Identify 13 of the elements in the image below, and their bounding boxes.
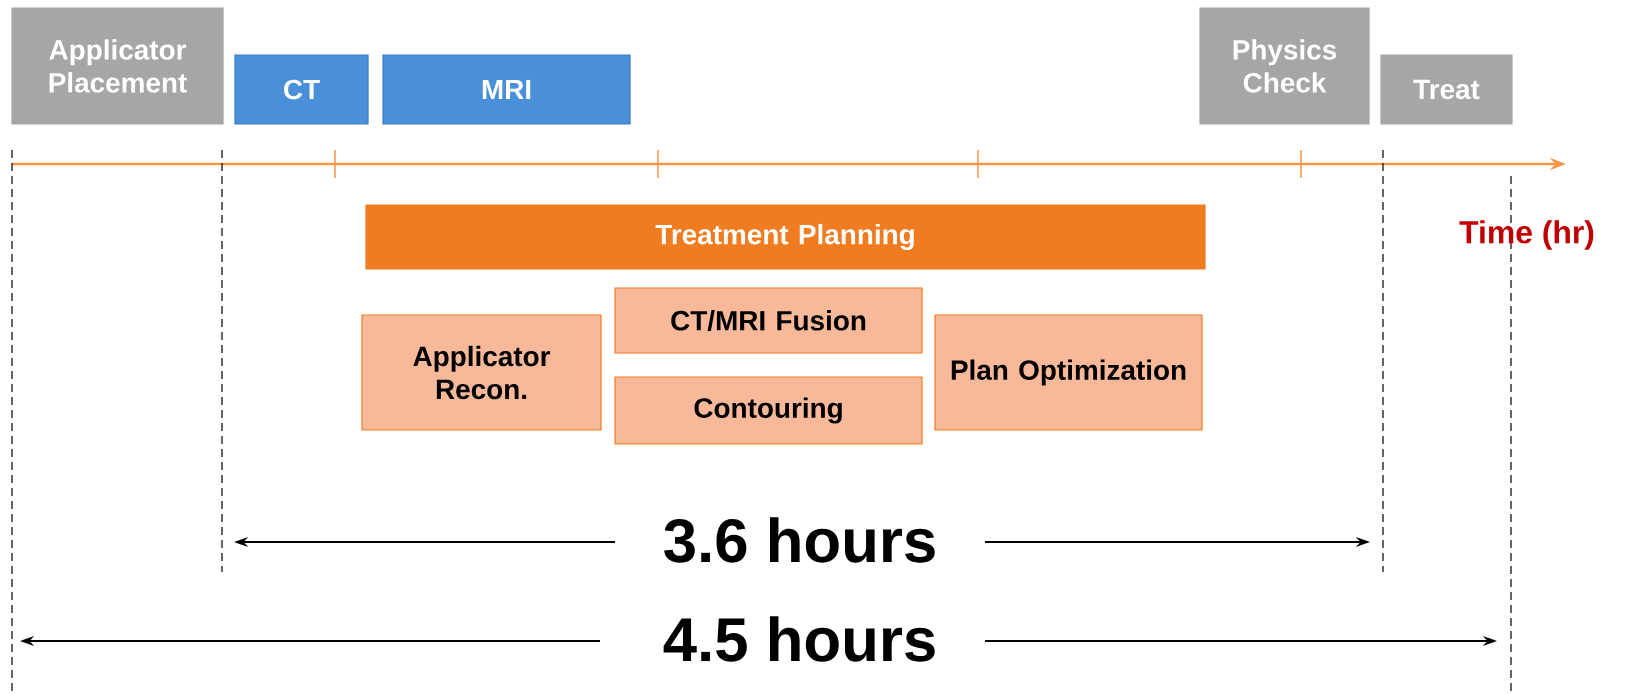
task-box: CT/MRI Fusion [614, 287, 923, 354]
step-box: Physics Check [1199, 7, 1370, 125]
axis-label: Time (hr) [1459, 220, 1594, 250]
task-box: Applicator Recon. [361, 314, 602, 431]
step-box: CT [234, 54, 369, 125]
planning-bar: Treatment Planning [365, 204, 1206, 270]
step-box: Treat [1380, 54, 1513, 125]
duration-label: 4.5 hours [663, 616, 935, 662]
duration-label: 3.6 hours [664, 517, 935, 563]
step-box: Applicator Placement [11, 7, 224, 125]
step-box: MRI [382, 54, 631, 125]
task-box: Contouring [614, 376, 923, 445]
task-box: Plan Optimization [934, 314, 1203, 431]
